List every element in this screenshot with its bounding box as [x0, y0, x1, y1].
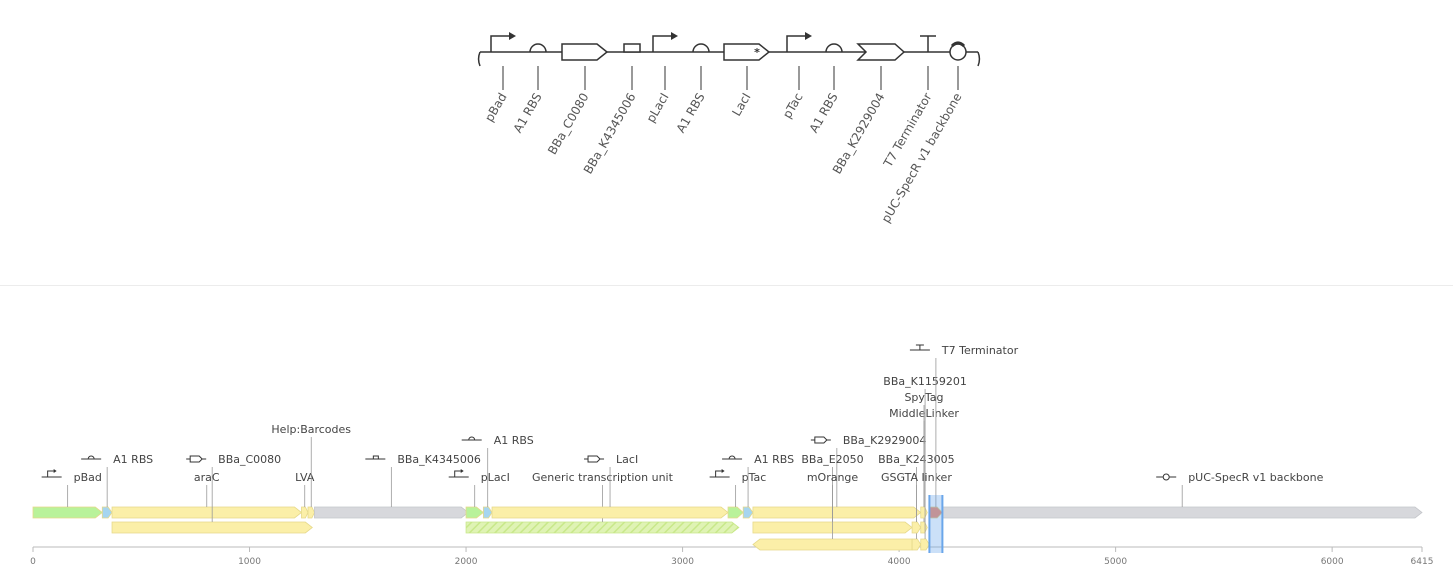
feature-label: SpyTag	[904, 391, 943, 404]
terminator-icon	[909, 344, 930, 351]
feature-a1-rbs[interactable]: A1 RBS	[461, 434, 534, 519]
axis-tick-label: 6415	[1411, 557, 1434, 567]
feature-label: BBa_K4345006	[397, 453, 481, 466]
feature-puc-specr-v1-backbone[interactable]: pUC-SpecR v1 backbone	[942, 471, 1423, 519]
axis-tick-label: 3000	[671, 557, 694, 567]
feature-help-barcodes[interactable]: Help:Barcodes	[271, 423, 351, 519]
feature-label: pTac	[742, 471, 767, 484]
feature-label: pUC-SpecR v1 backbone	[1188, 471, 1323, 484]
cds-icon	[810, 436, 831, 444]
position-axis: 0 1000 2000 3000 4000 5000 6000 6415	[30, 546, 1434, 567]
feature-lva[interactable]: LVA	[295, 471, 315, 519]
axis-tick-label: 1000	[238, 557, 261, 567]
sbol-terminator-glyph[interactable]	[920, 35, 936, 90]
axis-tick-label: 6000	[1321, 557, 1344, 567]
feature-label: Generic transcription unit	[532, 471, 674, 484]
feature-bba-k2929004[interactable]: BBa_K2929004	[752, 434, 927, 519]
feature-gsgta-linker[interactable]: GSGTA linker	[881, 471, 952, 534]
sbol-rbs-glyph[interactable]	[692, 43, 710, 90]
feature-laci[interactable]: LacI	[491, 453, 729, 519]
sbol-cds-glyph[interactable]	[561, 43, 609, 90]
sbol-promoter-glyph[interactable]	[652, 32, 678, 90]
promoter-icon	[41, 469, 62, 478]
feature-label: LacI	[616, 453, 638, 466]
svg-text:*: *	[754, 46, 760, 59]
feature-bba-k1159201[interactable]: BBa_K1159201	[883, 375, 967, 551]
feature-t7-terminator[interactable]: T7 Terminator	[909, 344, 1019, 519]
promoter-icon	[448, 469, 469, 478]
feature-bba-k4345006[interactable]: BBa_K4345006	[314, 453, 481, 519]
feature-a1-rbs[interactable]: A1 RBS	[722, 453, 794, 519]
feature-arac[interactable]: araC	[111, 471, 303, 519]
feature-pbad[interactable]: pBad	[32, 469, 103, 519]
feature-label: A1 RBS	[494, 434, 534, 447]
feature-label: pLacI	[481, 471, 510, 484]
feature-label: A1 RBS	[754, 453, 794, 466]
feature-label: araC	[194, 471, 220, 484]
feature-a1-rbs[interactable]: A1 RBS	[81, 453, 153, 519]
feature-label: mOrange	[807, 471, 859, 484]
sbol-rbs-glyph[interactable]	[825, 43, 843, 90]
sbol-origin-glyph[interactable]	[949, 41, 967, 90]
feature-label: LVA	[295, 471, 315, 484]
origin-icon	[1156, 473, 1177, 481]
feature-bba-c0080[interactable]: BBa_C0080	[111, 453, 313, 534]
feature-generic-transcription-unit[interactable]: Generic transcription unit	[465, 471, 740, 534]
feature-label: pBad	[74, 471, 102, 484]
axis-tick-label: 0	[30, 557, 36, 567]
tag-icon	[365, 455, 386, 460]
feature-label: BBa_C0080	[218, 453, 281, 466]
sbol-rbs-glyph[interactable]	[529, 43, 547, 90]
section-divider	[0, 285, 1453, 286]
feature-label: A1 RBS	[113, 453, 153, 466]
feature-label: Help:Barcodes	[271, 423, 351, 436]
feature-label: BBa_K2929004	[843, 434, 927, 447]
sbol-promoter-glyph[interactable]	[786, 32, 812, 90]
feature-label: BBa_E2050	[801, 453, 863, 466]
sbol-tag-glyph[interactable]	[623, 43, 641, 90]
rbs-icon	[81, 455, 102, 460]
feature-spytag[interactable]: SpyTag	[904, 391, 944, 519]
axis-tick-label: 4000	[888, 557, 911, 567]
promoter-icon	[709, 469, 730, 478]
feature-label: GSGTA linker	[881, 471, 952, 484]
sbol-promoter-glyph[interactable]	[490, 32, 516, 90]
sbol-cds-notched-glyph[interactable]	[856, 43, 906, 90]
rbs-icon	[722, 455, 743, 460]
axis-tick-label: 2000	[455, 557, 478, 567]
cds-icon	[584, 455, 605, 463]
feature-label: T7 Terminator	[941, 344, 1019, 357]
feature-label: BBa_K1159201	[883, 375, 967, 388]
selection-highlight[interactable]	[928, 495, 944, 553]
axis-tick-label: 5000	[1104, 557, 1127, 567]
sbol-cds-star-glyph[interactable]: *	[723, 43, 771, 90]
cds-icon	[186, 455, 207, 463]
rbs-icon	[461, 436, 482, 441]
feature-label: BBa_K243005	[878, 453, 955, 466]
